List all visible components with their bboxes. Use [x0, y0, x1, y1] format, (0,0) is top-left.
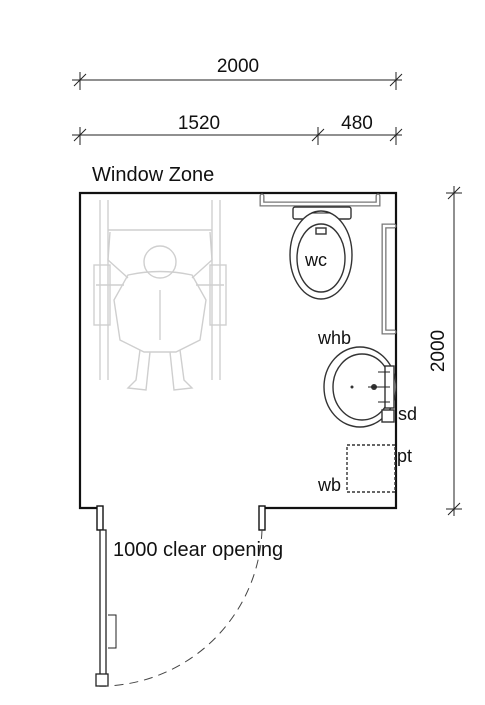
- sub-width-dimension: 1520 480: [72, 113, 403, 145]
- soap-dispenser: [381, 409, 395, 423]
- basin-icon: [323, 346, 397, 428]
- sd-label: sd: [398, 404, 417, 424]
- overall-depth-dimension: 2000: [428, 186, 462, 516]
- sub-width-left-label: 1520: [178, 113, 220, 134]
- overall-depth-label: 2000: [428, 330, 449, 372]
- pt-label: pt: [397, 446, 412, 466]
- door-jamb-right: [258, 505, 266, 531]
- door-swing-arc: [105, 529, 263, 687]
- window-zone-label: Window Zone: [92, 164, 214, 186]
- wb-label: wb: [317, 475, 341, 495]
- door-leaf: [95, 529, 117, 687]
- grab-rail-top: [259, 193, 381, 207]
- door-opening-label: 1000 clear opening: [113, 539, 283, 561]
- wc-label: wc: [304, 250, 327, 270]
- grab-rail-right: [381, 223, 397, 335]
- toilet-icon: [289, 206, 353, 300]
- sub-width-right-label: 480: [341, 113, 373, 134]
- whb-label: whb: [317, 328, 351, 348]
- door-jamb-left: [96, 505, 104, 531]
- wheelchair-user-icon: [93, 200, 227, 391]
- overall-width-label: 2000: [217, 56, 259, 77]
- overall-width-dimension: 2000: [72, 56, 403, 90]
- waste-bin: [346, 444, 396, 493]
